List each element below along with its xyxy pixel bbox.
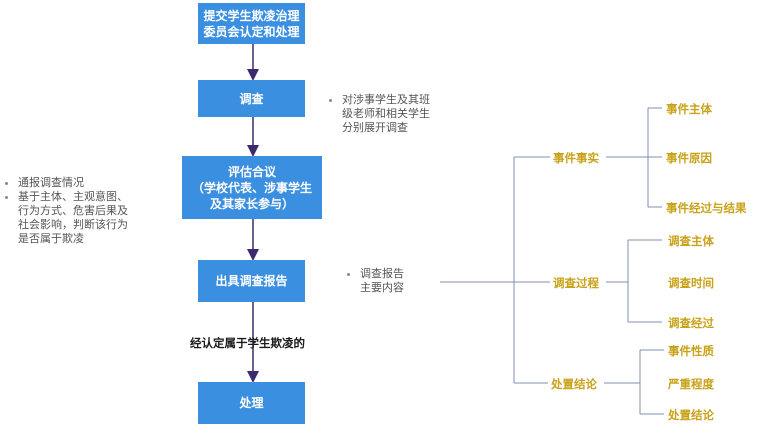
note-investigation-scope: 对涉事学生及其班 级老师和相关学生 分别展开调查 [326,93,476,135]
tree-leaf-label: 调查经过 [668,316,714,330]
tree-branch-label: 调查过程 [553,276,599,290]
tree-leaf-label: 调查主体 [668,234,714,248]
tree-leaf-label: 事件主体 [666,102,712,116]
step-investigation: 调查 [198,80,305,117]
note-report-content-text: 调查报告 主要内容 [360,267,439,295]
step-submit-committee-label: 提交学生欺凌治理 委员会认定和处理 [203,8,300,39]
tree-leaf-label: 处置结论 [668,408,714,422]
step-report-label: 出具调查报告 [215,274,288,288]
note-evaluation-criteria: 通报调查情况 基于主体、主观意图、 行为方式、危害后果及 社会影响，判断该行为 … [2,176,172,246]
edge-label-confirmed-bullying: 经认定属于学生欺凌的 [190,336,305,350]
tree-branch-label: 事件事实 [553,151,599,165]
tree-leaf-label: 严重程度 [668,377,714,391]
tree-leaf-label: 事件性质 [668,344,714,358]
tree-leaf-label: 事件经过与结果 [666,201,747,215]
step-evaluation: 评估合议 （学校代表、涉事学生 及其家长参与） [182,156,322,219]
step-handling-label: 处理 [239,396,264,410]
step-report: 出具调查报告 [198,260,305,302]
tree-branch-label: 处置结论 [551,377,597,391]
note-evaluation-item: 基于主体、主观意图、 行为方式、危害后果及 社会影响，判断该行为 是否属于欺凌 [18,190,172,246]
tree-leaf-label: 事件原因 [666,151,712,165]
step-evaluation-label: 评估合议 （学校代表、涉事学生 及其家长参与） [191,164,312,211]
note-report-content: 调查报告 主要内容 [344,267,439,295]
step-investigation-label: 调查 [239,91,264,106]
step-handling: 处理 [198,382,305,424]
note-evaluation-item: 通报调查情况 [18,176,172,190]
note-investigation-scope-text: 对涉事学生及其班 级老师和相关学生 分别展开调查 [342,93,476,135]
step-submit-committee: 提交学生欺凌治理 委员会认定和处理 [198,3,305,44]
tree-leaf-label: 调查时间 [668,276,714,290]
